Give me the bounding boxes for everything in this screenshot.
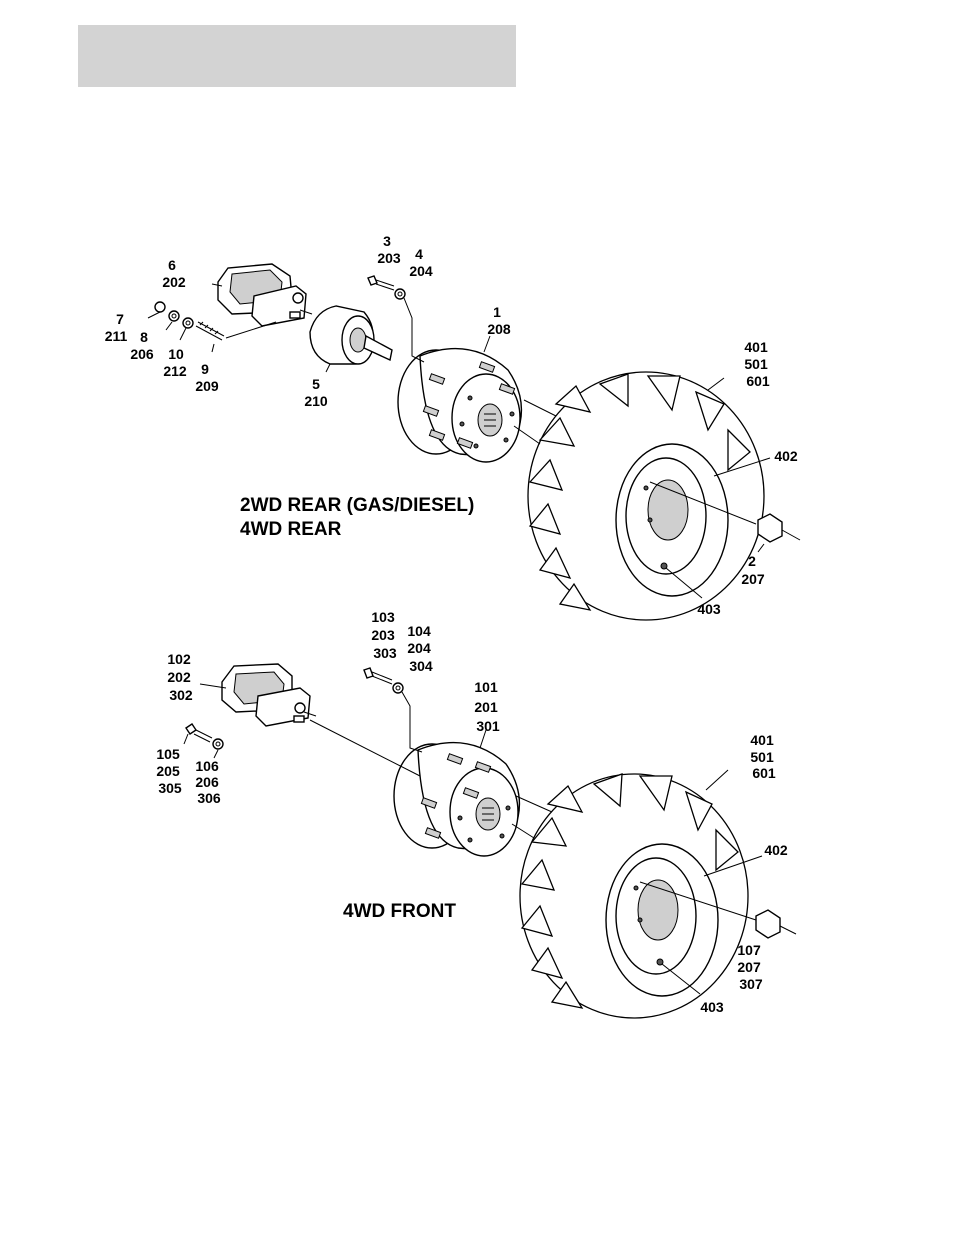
callout-402-front: 402 <box>764 842 788 858</box>
callout-1: 1 208 <box>487 304 511 337</box>
callout-8: 8 206 <box>130 329 154 362</box>
callout-401: 401 501 601 <box>744 339 771 389</box>
callout-10: 10 212 <box>163 346 187 379</box>
rear-small-hardware <box>155 302 224 340</box>
callout-402: 402 <box>774 448 798 464</box>
front-motor <box>222 664 316 726</box>
callout-401-front: 401 501 601 <box>750 732 777 781</box>
callout-3: 3 203 <box>377 233 401 266</box>
front-tire <box>520 774 748 1018</box>
front-hub <box>394 743 519 856</box>
callout-103: 103 203 303 <box>371 609 398 661</box>
rear-tire <box>528 372 764 620</box>
callout-101: 101 201 301 <box>474 679 501 734</box>
callout-107: 107 207 307 <box>737 942 764 992</box>
callout-9: 9 209 <box>195 361 219 394</box>
callout-105: 105 205 305 <box>156 746 183 796</box>
callout-5: 5 210 <box>304 376 328 409</box>
callout-6: 6 202 <box>162 257 186 290</box>
callout-102: 102 202 302 <box>167 651 194 703</box>
rear-adapter <box>310 306 392 364</box>
callout-403-front: 403 <box>700 999 724 1015</box>
rear-lug-nut <box>758 514 800 542</box>
callout-7: 7 211 <box>105 311 128 344</box>
callout-4: 4 204 <box>409 246 433 279</box>
front-title: 4WD FRONT <box>343 901 456 922</box>
front-bolt-washer <box>364 668 403 693</box>
rear-assembly: 6 202 3 203 4 204 1 208 7 211 8 206 <box>105 233 800 620</box>
rear-title: 2WD REAR (GAS/DIESEL) 4WD REAR <box>240 495 480 540</box>
rear-hub <box>398 349 521 462</box>
front-small-hardware <box>186 724 223 749</box>
callout-104: 104 204 304 <box>407 623 434 674</box>
front-assembly: 103 203 303 104 204 304 102 202 302 101 … <box>156 609 796 1018</box>
rear-motor <box>218 264 312 326</box>
callout-403: 403 <box>697 601 721 617</box>
front-lug-nut <box>756 910 796 938</box>
callout-106: 106 206 306 <box>195 758 222 806</box>
rear-bolt-washer <box>368 276 405 299</box>
